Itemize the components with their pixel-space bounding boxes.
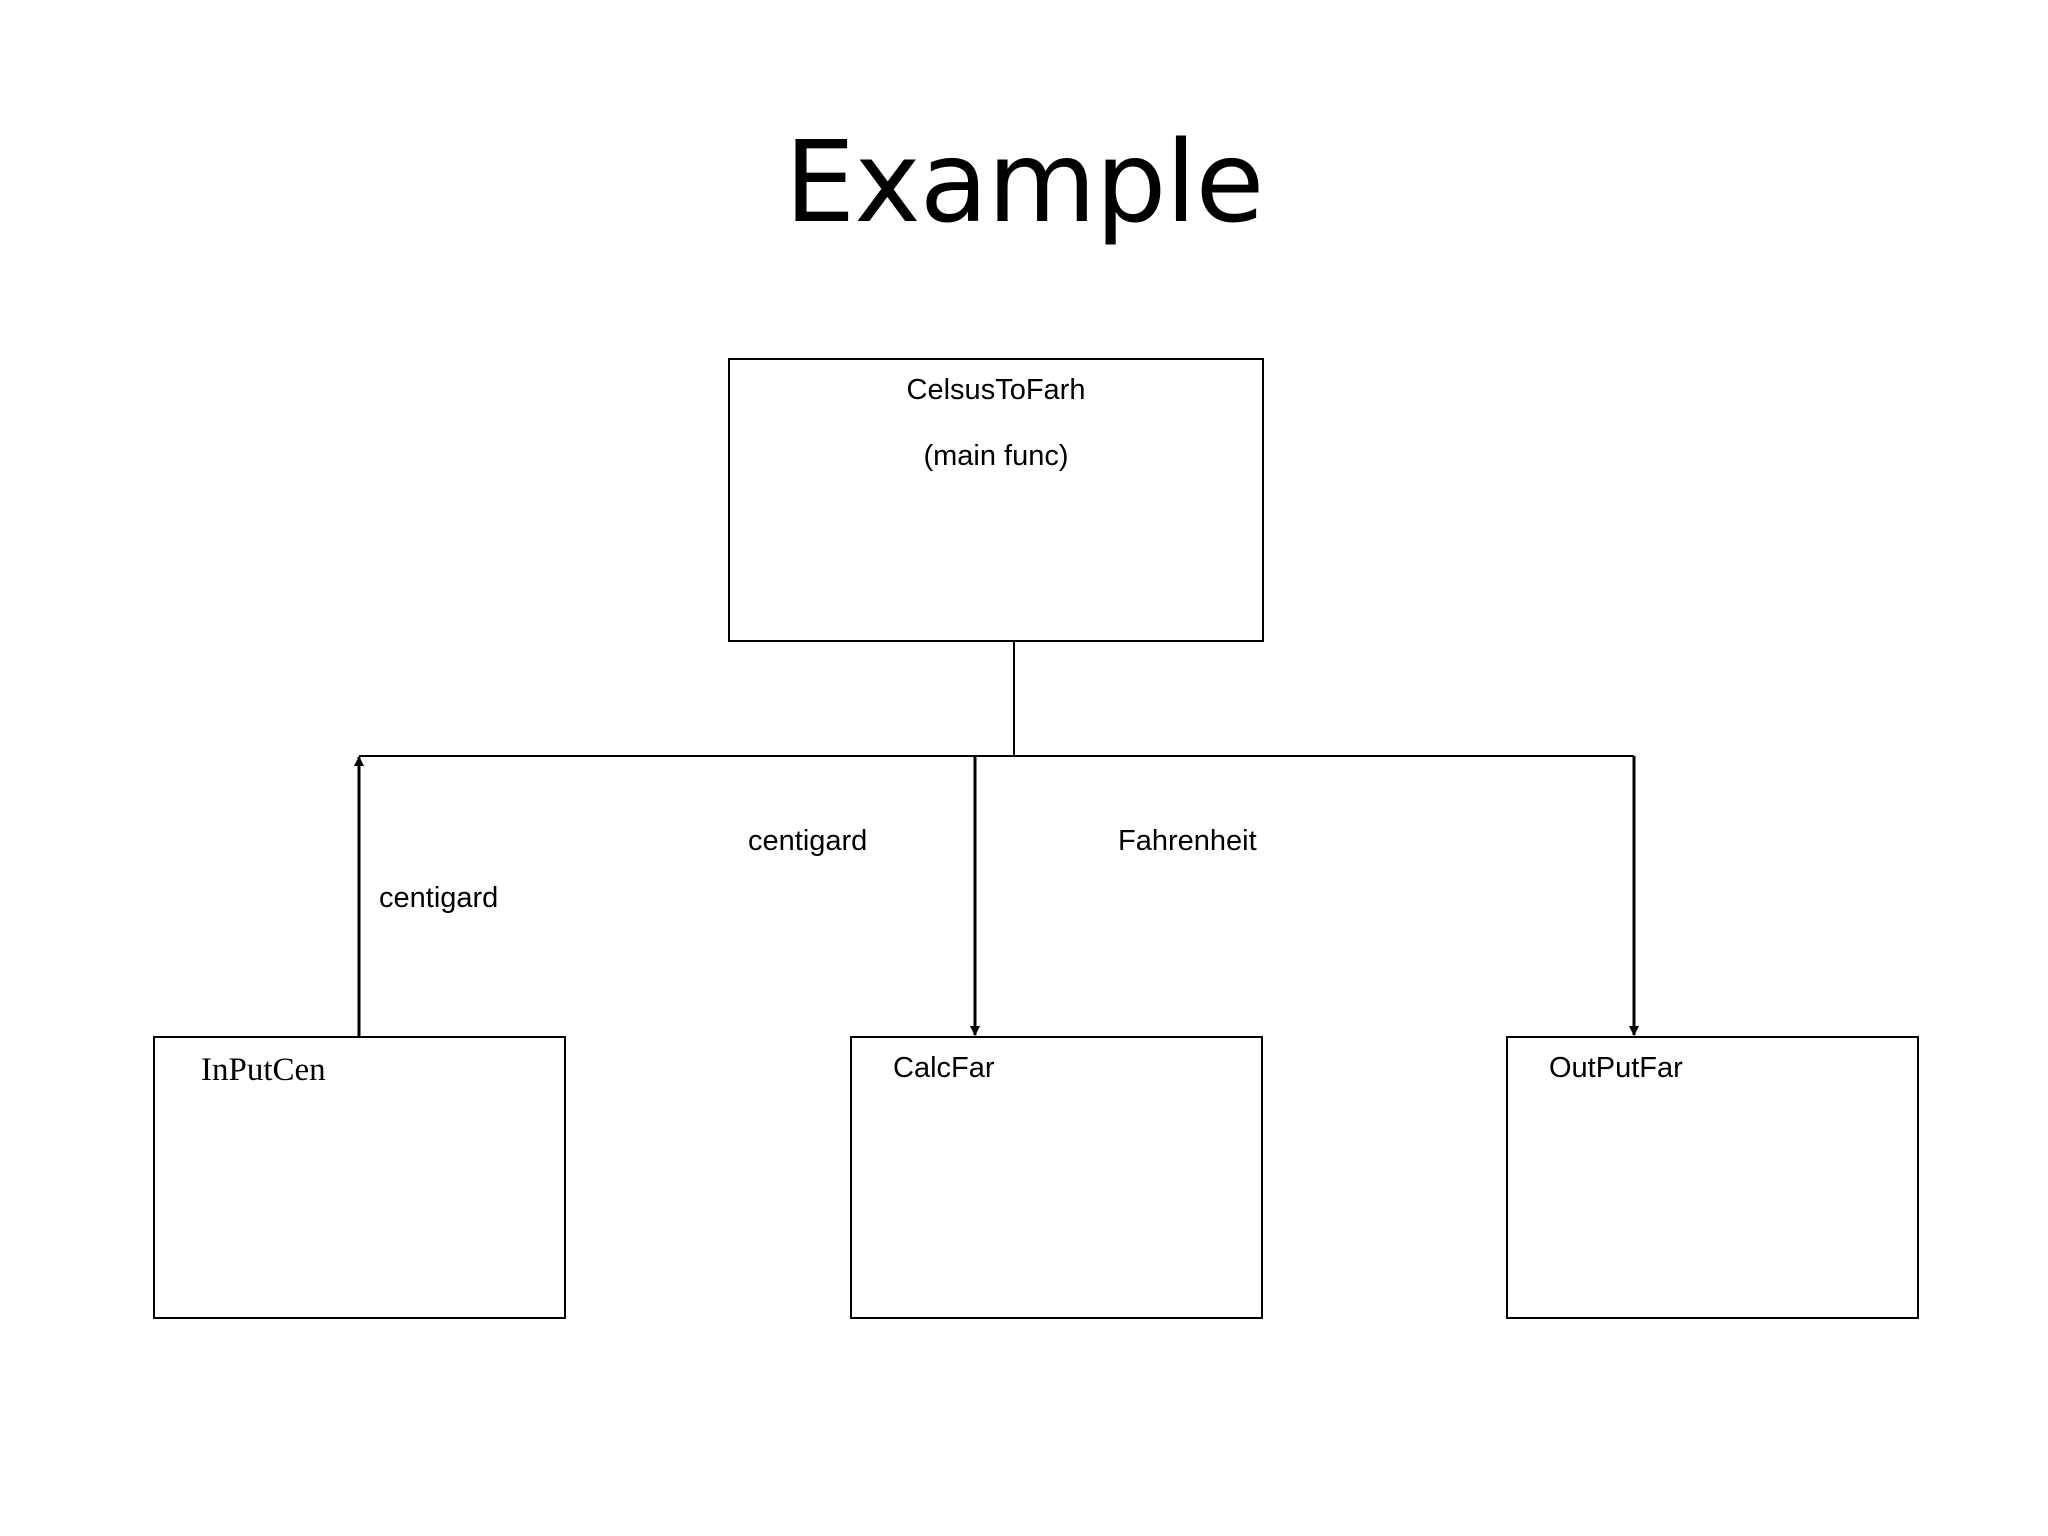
flow-label-calc: centigard (748, 825, 868, 857)
main-function-name: CelsusToFarh (906, 374, 1086, 406)
flow-label-input: centigard (379, 882, 499, 914)
output-module-box: OutPutFar (1506, 1036, 1919, 1319)
main-function-box: CelsusToFarh (main func) (728, 358, 1264, 642)
main-function-subtitle: (main func) (923, 440, 1069, 472)
slide-title: Example (784, 118, 1265, 248)
flow-label-output: Fahrenheit (1118, 825, 1257, 857)
output-module-name: OutPutFar (1549, 1052, 1683, 1084)
input-module-name: InPutCen (201, 1052, 326, 1088)
calc-module-name: CalcFar (893, 1052, 995, 1084)
input-module-box: InPutCen (153, 1036, 566, 1319)
calc-module-box: CalcFar (850, 1036, 1263, 1319)
